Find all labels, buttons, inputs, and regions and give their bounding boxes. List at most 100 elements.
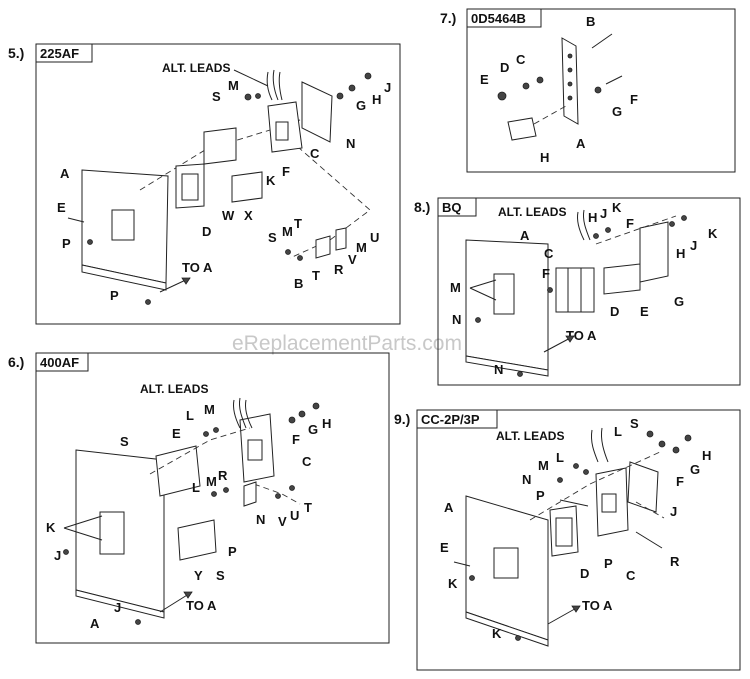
cc2p3p-screw <box>646 430 654 438</box>
225af-callout: H <box>372 92 381 107</box>
225af-nut <box>364 72 372 80</box>
panel-cc2p3p: 9.) CC-2P/3P ALT. LEADS TO A L <box>394 409 741 671</box>
bq-callout: N <box>452 312 461 327</box>
bq-leader-m <box>469 279 497 289</box>
0d5464b-callout: B <box>586 14 595 29</box>
cc2p3p-callout: P <box>536 488 545 503</box>
cc2p3p-cover-j <box>627 461 659 513</box>
bq-screw <box>517 371 523 377</box>
bq-callout: H <box>588 210 597 225</box>
400af-callout: T <box>304 500 312 515</box>
bq-callout: J <box>690 238 697 253</box>
225af-nut <box>336 92 344 100</box>
cc2p3p-callout: C <box>626 568 636 583</box>
400af-callout: A <box>90 616 100 631</box>
bq-breaker <box>555 267 595 313</box>
225af-callout: F <box>282 164 290 179</box>
cc2p3p-callout: P <box>604 556 613 571</box>
225af-plate-flange <box>81 264 167 291</box>
bq-alt-leads-wires <box>577 209 591 241</box>
225af-leads-leader <box>233 69 269 87</box>
bq-callout: H <box>676 246 685 261</box>
400af-callout: E <box>172 426 181 441</box>
bq-callout: J <box>600 206 607 221</box>
225af-screw <box>244 93 252 101</box>
cc2p3p-callout: L <box>556 450 564 465</box>
panel-225af-alt-leads: ALT. LEADS <box>162 61 230 75</box>
cc2p3p-pin-e <box>453 561 471 567</box>
panel-cc2p3p-tag: CC-2P/3P <box>421 412 480 427</box>
225af-lug-v <box>335 227 347 251</box>
panel-0d5464b-number: 7.) <box>440 10 456 26</box>
bq-screw <box>593 233 599 239</box>
225af-callout: E <box>57 200 66 215</box>
400af-callout: R <box>218 468 228 483</box>
0d5464b-bus-hole <box>567 81 573 87</box>
225af-pin-e <box>67 217 85 223</box>
225af-callout: U <box>370 230 379 245</box>
225af-washer <box>255 93 261 99</box>
400af-alt-leads-wires <box>233 397 253 429</box>
panel-400af: 6.) 400AF ALT. LEADS TO A L <box>8 352 390 644</box>
400af-screw <box>312 402 320 410</box>
400af-callout: V <box>278 514 287 529</box>
225af-callout: V <box>348 252 357 267</box>
0d5464b-bus-hole <box>567 53 573 59</box>
400af-callout: C <box>302 454 312 469</box>
panel-225af-tag: 225AF <box>40 46 79 61</box>
cc2p3p-shield-p <box>559 499 589 507</box>
225af-callout: D <box>202 224 211 239</box>
225af-screw <box>297 255 303 261</box>
panel-225af: 5.) 225AF ALT. LEADS TO A <box>8 43 401 325</box>
panel-400af-tag-box <box>35 352 89 372</box>
225af-screw <box>285 249 291 255</box>
panel-0d5464b: 7.) 0D5464B B C D E G F A H <box>440 8 736 173</box>
225af-screw <box>145 299 151 305</box>
225af-assembly-line <box>289 139 371 259</box>
cc2p3p-callout: E <box>440 540 449 555</box>
400af-callout: K <box>46 520 56 535</box>
cc2p3p-callout: G <box>690 462 700 477</box>
cc2p3p-assembly-line <box>635 501 665 519</box>
cc2p3p-screw <box>573 463 579 469</box>
panel-400af-tag: 400AF <box>40 355 79 370</box>
cc2p3p-callout: D <box>580 566 589 581</box>
panel-bq-alt-leads: ALT. LEADS <box>498 205 566 219</box>
cc2p3p-breaker-handle <box>601 493 617 513</box>
bq-terminal-block-e <box>603 263 641 295</box>
0d5464b-callout: E <box>480 72 489 87</box>
225af-callout: J <box>384 80 391 95</box>
225af-callout: M <box>282 224 293 239</box>
cc2p3p-screw <box>672 446 680 454</box>
bq-assembly-line <box>595 215 677 245</box>
bq-screw <box>547 287 553 293</box>
0d5464b-bolt-b <box>591 33 613 49</box>
cc2p3p-screw <box>469 575 475 581</box>
cc2p3p-callout: M <box>538 458 549 473</box>
400af-screw <box>135 619 141 625</box>
0d5464b-bus-bar <box>561 37 579 125</box>
cc2p3p-screw <box>515 635 521 641</box>
bq-callout: F <box>626 216 634 231</box>
bq-plate-flange <box>465 355 549 377</box>
panel-bq-tag-box <box>437 197 477 217</box>
panel-cc2p3p-to-a: TO A <box>582 598 613 613</box>
225af-screw <box>87 239 93 245</box>
panel-225af-tag-box <box>35 43 93 63</box>
225af-terminal-cover-x <box>231 171 263 203</box>
400af-to-a-arrowhead <box>183 591 193 599</box>
cc2p3p-callout: H <box>702 448 711 463</box>
400af-screw <box>289 485 295 491</box>
cc2p3p-callout: J <box>670 504 677 519</box>
400af-callout: S <box>120 434 129 449</box>
225af-callout: G <box>356 98 366 113</box>
0d5464b-nut-e <box>497 91 507 101</box>
panel-bq-to-a: TO A <box>566 328 597 343</box>
400af-leader-k <box>63 515 103 529</box>
400af-screw <box>203 431 209 437</box>
400af-screw <box>213 427 219 433</box>
cc2p3p-plate-cutout <box>493 547 519 579</box>
400af-callout: S <box>216 568 225 583</box>
225af-callout: S <box>268 230 277 245</box>
watermark: eReplacementParts.com <box>232 332 462 355</box>
